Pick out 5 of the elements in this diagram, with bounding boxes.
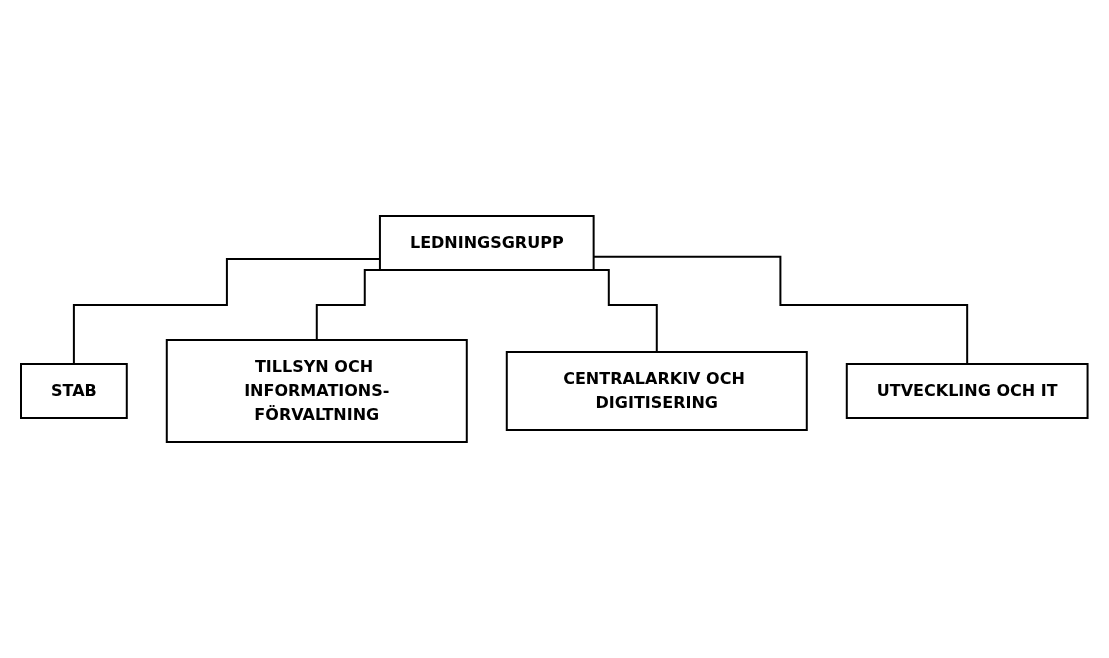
node-box: CENTRALARKIV OCH DIGITISERING [506,351,808,431]
node-box: STAB [20,363,128,419]
node-box: UTVECKLING OCH IT [846,363,1089,419]
node-box: LEDNINGSGRUPP [379,215,595,271]
node-box: TILLSYN OCH INFORMATIONS-FÖRVALTNING [166,339,468,443]
